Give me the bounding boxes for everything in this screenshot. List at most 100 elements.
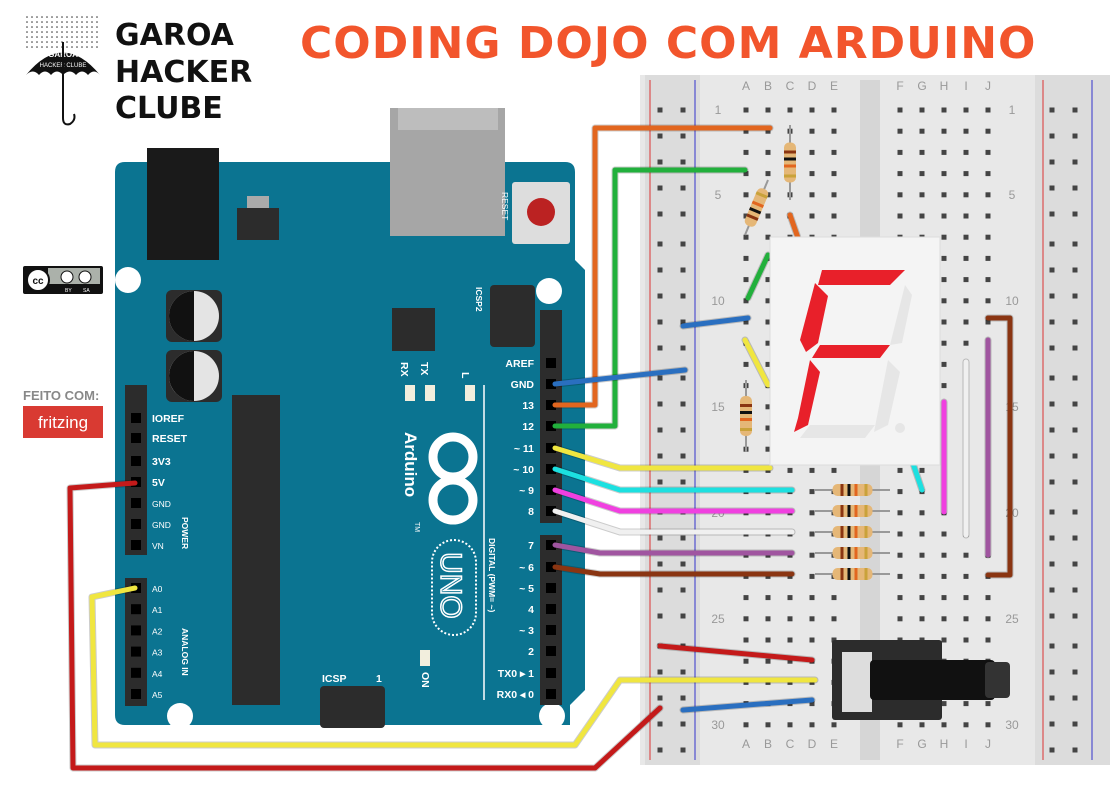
resistor-band	[847, 526, 851, 538]
breadboard-hole	[765, 404, 771, 410]
rail-hole	[1049, 453, 1055, 459]
breadboard-hole	[897, 213, 903, 219]
rail-hole	[1049, 509, 1055, 515]
rail-hole	[657, 159, 663, 165]
breadboard-hole	[831, 637, 837, 643]
rail-hole	[680, 375, 686, 381]
resistor	[744, 188, 769, 227]
row-label-1: 1	[715, 103, 722, 117]
rail-hole	[1072, 319, 1078, 325]
resistor-band	[784, 157, 796, 161]
microcontroller-chip	[232, 395, 280, 705]
breadboard-hole	[919, 171, 925, 177]
breadboard-hole	[941, 383, 947, 389]
resistor-band	[847, 547, 851, 559]
rail-hole	[657, 401, 663, 407]
rail-hole	[1072, 695, 1078, 701]
rail-hole	[680, 721, 686, 727]
rail-hole	[1072, 241, 1078, 247]
digital-pin-label: 7	[528, 540, 534, 552]
breadboard-hole	[985, 701, 991, 707]
rail-hole	[1049, 319, 1055, 325]
analog-pin-label: A3	[152, 648, 163, 658]
row-label-5: 5	[715, 188, 722, 202]
analog-pin-label: A1	[152, 605, 163, 615]
header-socket	[131, 540, 141, 550]
breadboard-hole	[897, 510, 903, 516]
reset-label: RESET	[500, 192, 510, 220]
arduino-brand: Arduino	[401, 432, 420, 497]
digital-pin-label: 4	[528, 604, 534, 616]
breadboard-hole	[809, 552, 815, 558]
breadboard-hole	[743, 255, 749, 261]
breadboard-hole	[809, 192, 815, 198]
resistor-band	[740, 404, 752, 407]
header-socket	[546, 540, 556, 550]
icsp2-header	[490, 285, 535, 347]
header-socket	[546, 379, 556, 389]
digital-pin-label: AREF	[505, 358, 534, 370]
breadboard-hole	[941, 616, 947, 622]
breadboard-hole	[743, 637, 749, 643]
seven-segment-display	[769, 236, 941, 466]
breadboard-hole	[941, 340, 947, 346]
rail-hole	[1072, 293, 1078, 299]
breadboard-hole	[765, 722, 771, 728]
breadboard-hole	[963, 128, 969, 134]
wire	[680, 315, 751, 329]
uno-label: UNO	[434, 552, 467, 619]
breadboard-hole	[941, 319, 947, 325]
resistor-band	[854, 505, 858, 517]
breadboard-hole	[963, 192, 969, 198]
potentiometer[interactable]	[832, 640, 1010, 720]
resistor-band	[840, 568, 844, 580]
rail-hole	[680, 401, 686, 407]
header-socket	[131, 689, 141, 699]
rail-hole	[1049, 479, 1055, 485]
rail-hole	[657, 267, 663, 273]
digital-pin-label: GND	[511, 379, 535, 391]
resistor	[740, 396, 752, 436]
header-socket	[131, 519, 141, 529]
row-label-10: 10	[1005, 294, 1019, 308]
breadboard-hole	[787, 107, 793, 113]
rail-hole	[657, 185, 663, 191]
breadboard-hole	[743, 319, 749, 325]
digital-pin-label: 12	[522, 421, 534, 433]
logo-line-3: CLUBE	[115, 91, 223, 126]
breadboard-hole	[743, 171, 749, 177]
wire	[552, 466, 795, 493]
rail-hole	[1049, 293, 1055, 299]
breadboard-hole	[919, 616, 925, 622]
rail-hole	[1072, 133, 1078, 139]
digital-pin-label: ~ 5	[519, 583, 534, 595]
breadboard-hole	[919, 573, 925, 579]
breadboard-hole	[963, 171, 969, 177]
rail-hole	[1072, 185, 1078, 191]
resistor-band	[784, 150, 796, 154]
digital-pin-label: ~ 11	[514, 443, 534, 455]
breadboard-hole	[919, 149, 925, 155]
rail-hole	[657, 453, 663, 459]
breadboard-hole	[985, 298, 991, 304]
digital-pin-label: ~ 9	[519, 485, 534, 497]
resistor-band	[840, 484, 844, 496]
breadboard-hole	[985, 277, 991, 283]
breadboard-hole	[985, 192, 991, 198]
rail-hole	[1049, 535, 1055, 541]
power-pin-label: VN	[152, 541, 164, 551]
rail-hole	[680, 535, 686, 541]
breadboard-hole	[765, 128, 771, 134]
resistor-band	[854, 484, 858, 496]
breadboard-hole	[897, 128, 903, 134]
wire	[985, 315, 1013, 578]
breadboard-hole	[743, 149, 749, 155]
power-pin-label: RESET	[152, 433, 188, 445]
breadboard-hole	[765, 361, 771, 367]
power-label: POWER	[180, 517, 190, 549]
header-socket	[131, 646, 141, 657]
breadboard-hole	[963, 298, 969, 304]
rail-hole	[680, 669, 686, 675]
breadboard-hole	[963, 234, 969, 240]
rail-hole	[657, 319, 663, 325]
